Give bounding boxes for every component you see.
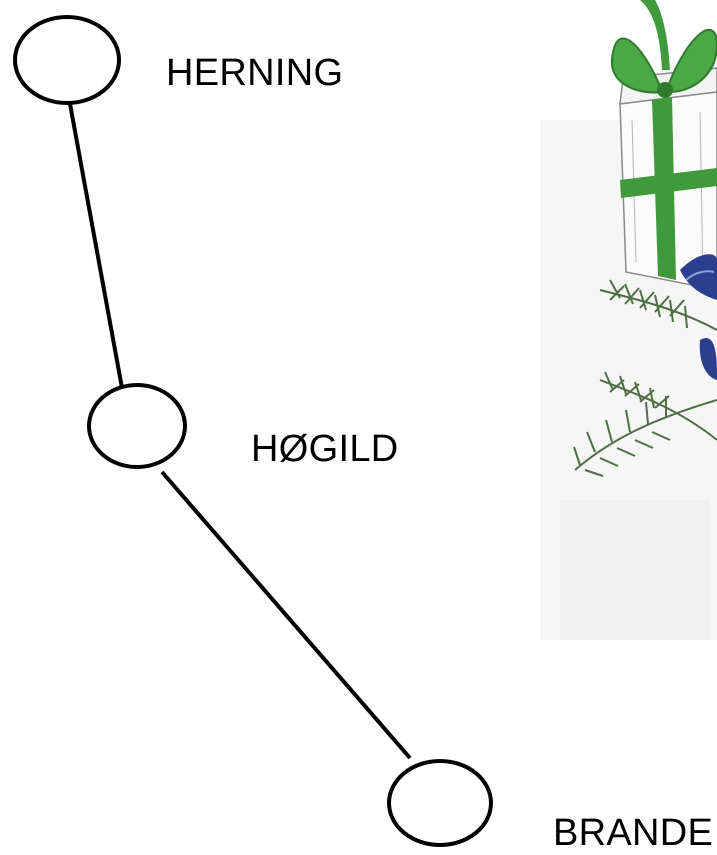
ornament-icon xyxy=(680,254,717,380)
station-nodes xyxy=(13,15,493,847)
pine-branch-icon xyxy=(573,279,717,477)
gift-box-icon xyxy=(610,0,717,291)
station-label-hogild: HØGILD xyxy=(251,428,399,470)
route-segment-herning-hogild xyxy=(64,81,124,389)
station-label-brande: BRANDE xyxy=(553,812,714,854)
route-segment-hogild-brande xyxy=(160,470,412,760)
station-node-brande xyxy=(387,759,493,847)
christmas-gift-decoration-icon xyxy=(540,0,717,640)
route-lines xyxy=(64,81,412,760)
station-node-herning xyxy=(13,15,121,105)
station-label-herning: HERNING xyxy=(166,52,344,94)
station-node-hogild xyxy=(87,383,187,469)
